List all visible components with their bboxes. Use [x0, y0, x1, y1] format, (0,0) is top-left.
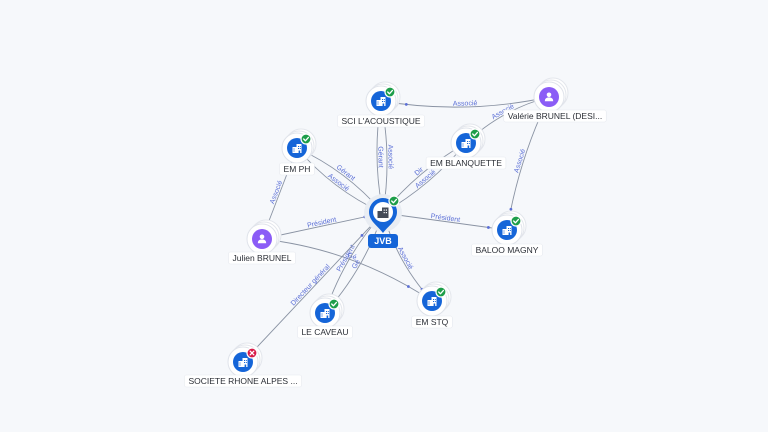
- edge-label: Gérant: [376, 146, 383, 168]
- node-label: Julien BRUNEL: [232, 253, 291, 263]
- edge-label: Gé: [351, 259, 362, 271]
- check-badge-icon: [435, 286, 447, 298]
- node-label: BALOO MAGNY: [476, 245, 539, 255]
- node-label-bg: [471, 243, 543, 257]
- check-badge-icon: [510, 215, 522, 227]
- node-emstq[interactable]: EM STQ: [411, 281, 453, 329]
- node-embl[interactable]: EM BLANQUETTE: [425, 123, 507, 170]
- node-label-bg: [503, 109, 607, 123]
- cross-badge-icon: [246, 347, 258, 359]
- edge-label: Associé: [386, 145, 393, 170]
- edge-valerie-sci[interactable]: Associé: [380, 96, 550, 108]
- edge-arrow: [487, 226, 490, 229]
- building-icon: [292, 144, 302, 153]
- node-label-bg: [411, 315, 453, 329]
- edge-label: Gé: [346, 252, 357, 262]
- check-badge-icon: [384, 86, 396, 98]
- edge-arrow: [360, 233, 364, 237]
- node-caveau[interactable]: LE CAVEAU: [297, 293, 353, 339]
- edge-label: Dir: [414, 166, 426, 178]
- node-label: LE CAVEAU: [301, 327, 348, 337]
- node-label: JVB: [374, 236, 392, 246]
- node-baloo[interactable]: BALOO MAGNY: [471, 210, 543, 257]
- building-icon: [376, 97, 386, 106]
- node-label-bg: [337, 114, 425, 128]
- node-label: EM PH: [284, 164, 311, 174]
- node-label-bg: [425, 156, 507, 170]
- building-icon: [461, 139, 471, 148]
- building-icon: [427, 297, 437, 306]
- node-label: EM STQ: [416, 317, 449, 327]
- edge-label: Associé: [453, 100, 478, 108]
- edge-label: Associé: [269, 180, 284, 205]
- building-icon: [502, 226, 512, 235]
- node-sci[interactable]: SCI L'ACOUSTIQUE: [337, 81, 425, 128]
- edge-label: Associé: [396, 246, 414, 271]
- edge-label: Président: [307, 217, 337, 230]
- edge-label: Associé: [513, 148, 527, 174]
- node-label-bg: [279, 162, 315, 176]
- edge-arrow: [509, 207, 513, 211]
- check-badge-icon: [328, 298, 340, 310]
- building-icon: [238, 358, 248, 367]
- edge-line: [261, 238, 433, 302]
- building-icon: [377, 207, 389, 218]
- edge-line: [242, 212, 384, 363]
- node-emph[interactable]: EM PH: [279, 128, 317, 176]
- edge-label: Président: [430, 213, 460, 224]
- check-badge-icon: [469, 128, 481, 140]
- node-label-bg: [228, 251, 296, 265]
- node-label: Valérie BRUNEL (DESI...: [508, 111, 602, 121]
- person-icon: [257, 234, 267, 244]
- edge-line: [380, 96, 550, 108]
- check-badge-icon: [300, 133, 312, 145]
- node-label: SCI L'ACOUSTIQUE: [341, 116, 420, 126]
- node-label-bg: [297, 325, 353, 339]
- node-jvb[interactable]: JVB: [364, 194, 402, 248]
- building-icon: [320, 309, 330, 318]
- node-label: SOCIETE RHONE ALPES ...: [188, 376, 297, 386]
- node-label: EM BLANQUETTE: [430, 158, 502, 168]
- edge-arrow: [404, 102, 408, 106]
- edge-julien-emstq[interactable]: Gé: [261, 238, 433, 302]
- nodes-layer: JVB SCI L'ACOUSTIQUE EM PH EM BLANQUETTE Val…: [184, 77, 607, 388]
- node-valerie[interactable]: Valérie BRUNEL (DESI...: [503, 77, 607, 123]
- center-label-pill: [368, 234, 398, 248]
- node-julien[interactable]: Julien BRUNEL: [228, 219, 296, 265]
- person-icon: [544, 92, 554, 102]
- node-rhone[interactable]: SOCIETE RHONE ALPES ...: [184, 342, 302, 388]
- node-label-bg: [184, 374, 302, 388]
- edge-arrow: [406, 285, 410, 288]
- check-badge-icon: [388, 195, 400, 207]
